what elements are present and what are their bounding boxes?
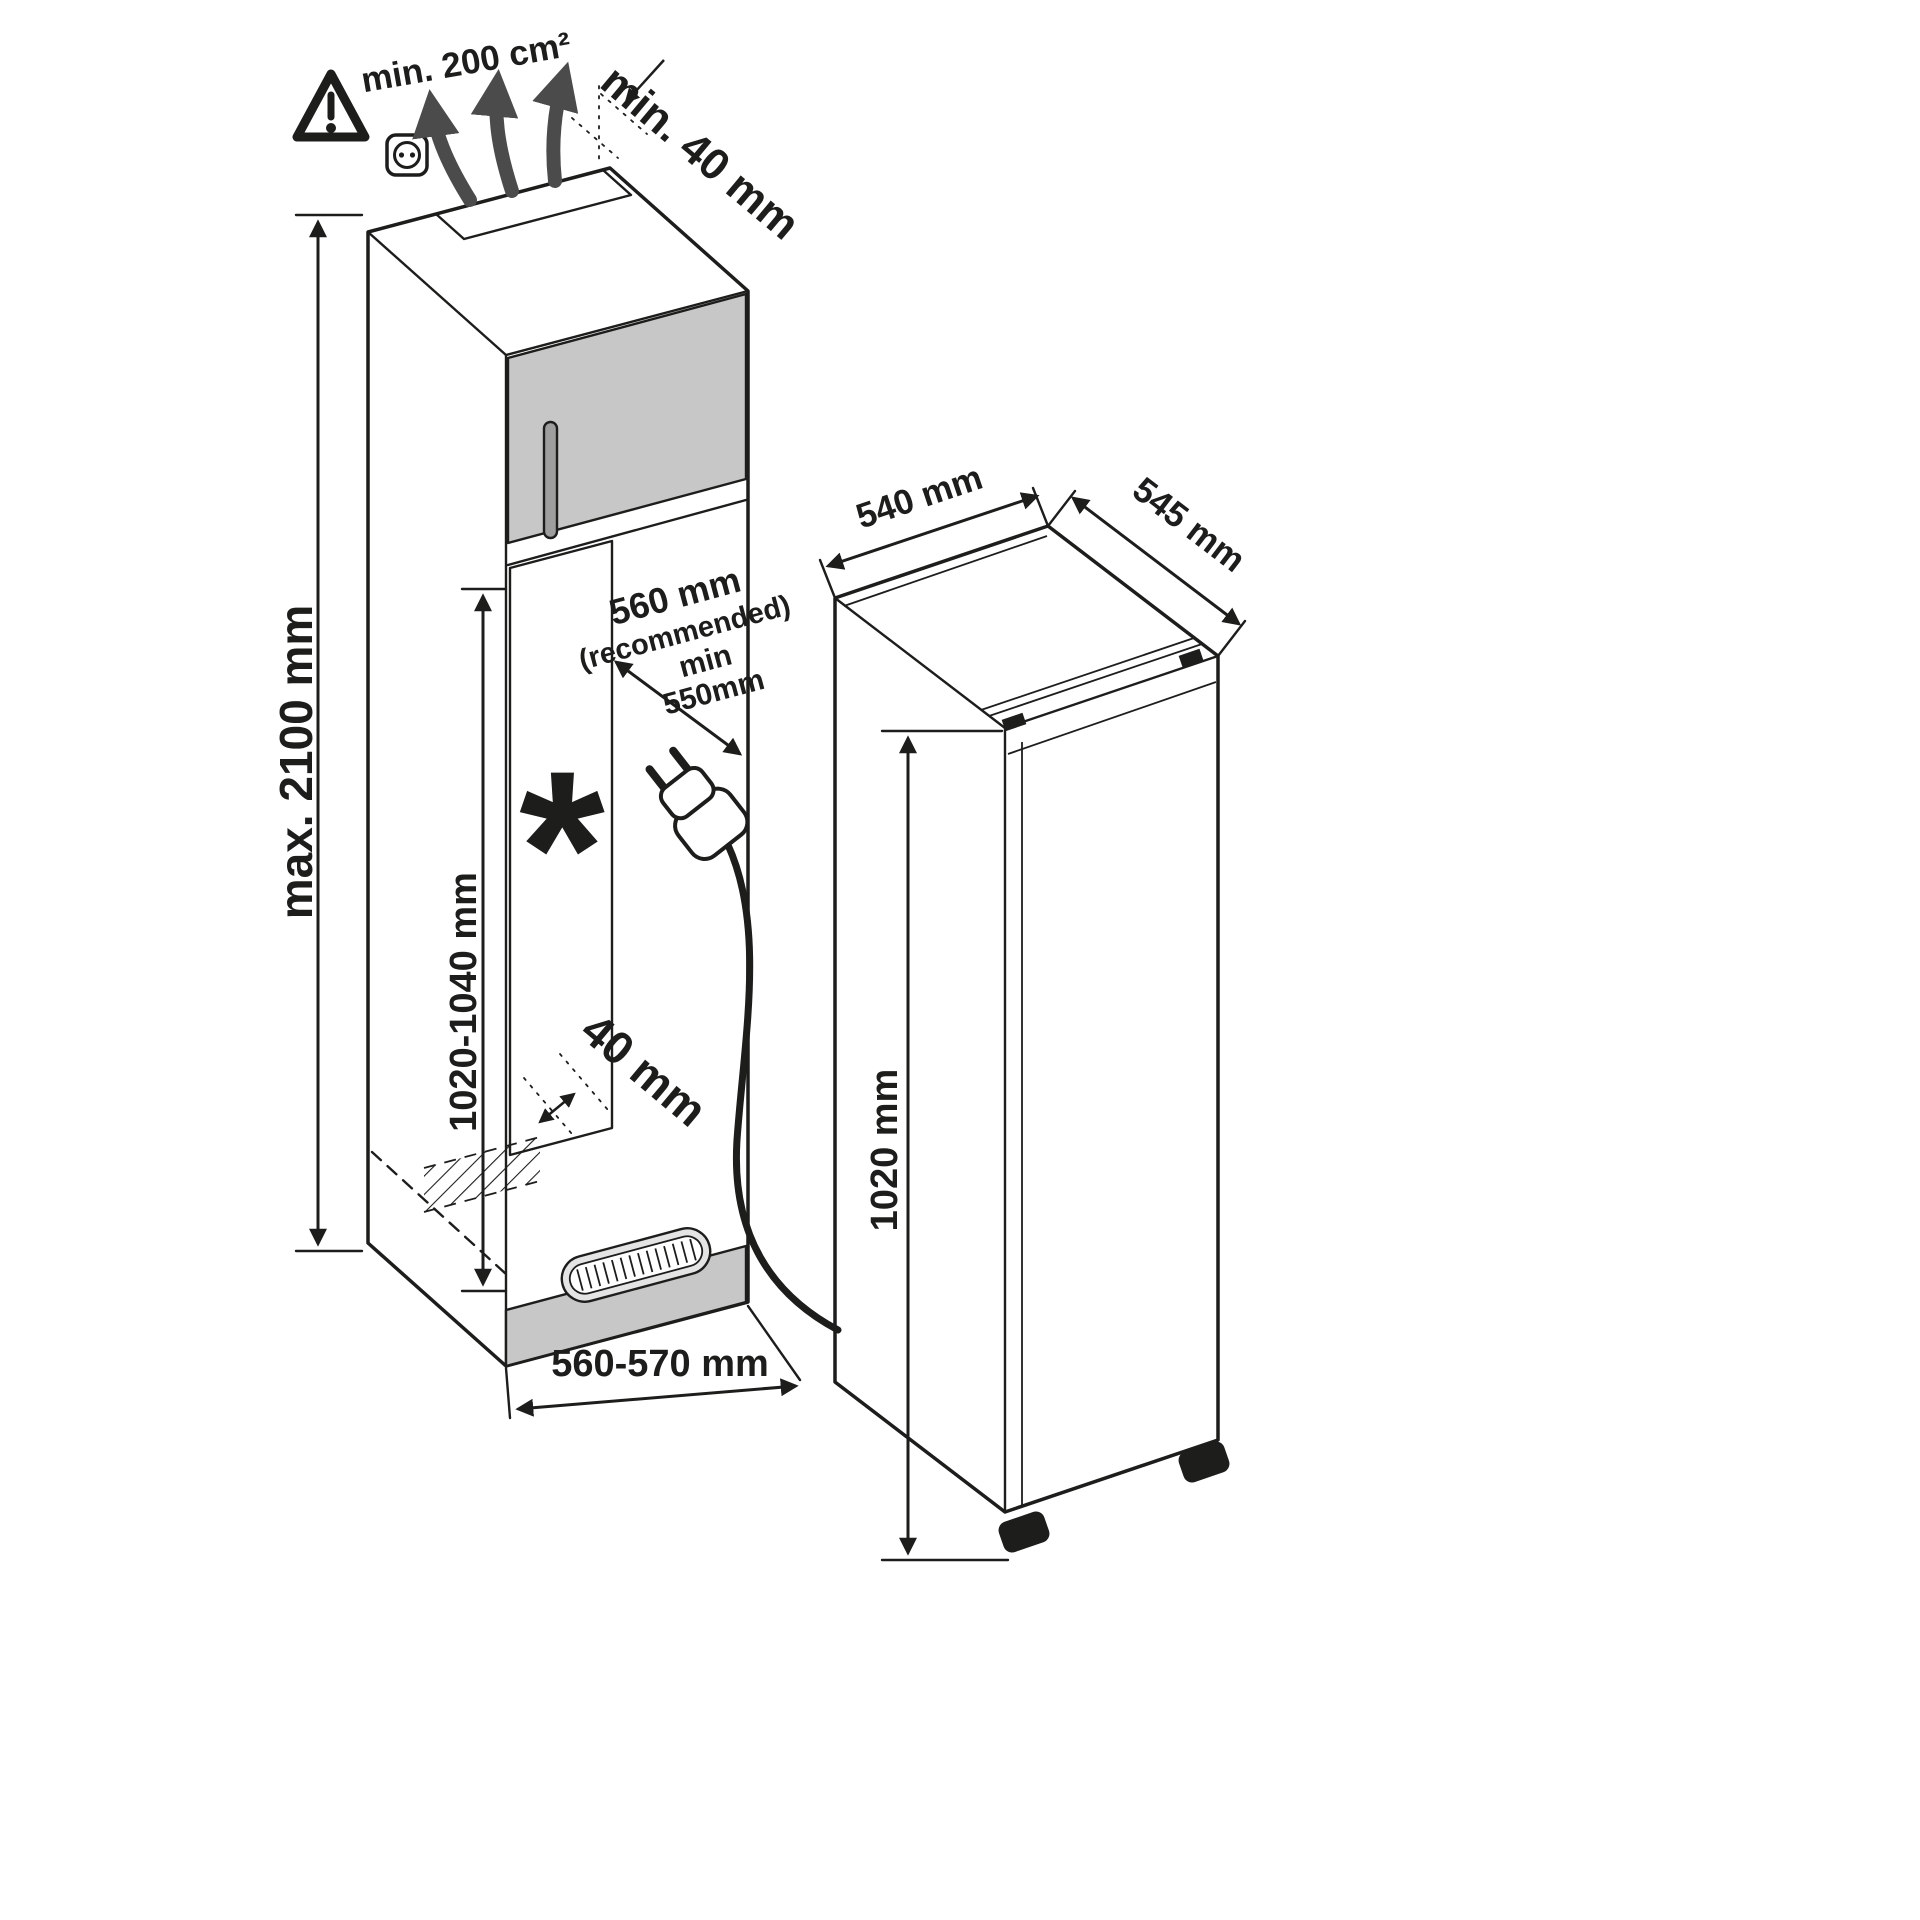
door-hinge-left	[1001, 712, 1027, 732]
max-height-label: max. 2100 mm	[270, 605, 322, 920]
appliance-width-label: 540 mm	[851, 458, 987, 537]
inner-height-dimension: 1020-1040 mm	[443, 587, 508, 1293]
appliance-door-seams	[1007, 681, 1217, 1506]
cabinet-top-inner-edge	[504, 289, 750, 357]
niche-width-label: 560-570 mm	[551, 1343, 769, 1385]
vent-area-label: min. 200 cm²	[358, 25, 574, 100]
ventilation-arrows-icon	[412, 61, 579, 207]
ventilation-grille	[560, 1227, 712, 1303]
grille-slats	[576, 1238, 697, 1291]
appliance-foot-right	[1178, 1441, 1230, 1483]
power-socket-icon	[385, 133, 429, 177]
max-height-dimension: max. 2100 mm	[270, 213, 364, 1253]
appliance-height-label: 1020 mm	[864, 1069, 906, 1232]
niche-side-wall-hatch	[508, 539, 614, 1157]
appliance-drawing	[833, 524, 1230, 1553]
appliance-height-dimension: 1020 mm	[864, 729, 1010, 1562]
appliance-depth-label: 545 mm	[1125, 470, 1252, 580]
footnote-asterisk: *	[519, 725, 605, 971]
power-cable	[724, 841, 842, 1334]
inner-height-label: 1020-1040 mm	[443, 872, 485, 1132]
warning-icon	[292, 69, 370, 142]
power-plug-icon	[645, 746, 750, 861]
appliance-foot-left	[998, 1511, 1050, 1553]
door-handle	[542, 420, 559, 540]
appliance-outline	[833, 524, 1220, 1514]
niche-cabinet-drawing: *	[366, 166, 750, 1368]
niche-width-dimension: 560-570 mm	[504, 1304, 802, 1420]
cabinet-top-front-edge	[366, 230, 508, 357]
niche-top-shelf-edge	[506, 498, 748, 567]
upper-cabinet-door	[506, 292, 748, 545]
top-vent-slot	[434, 168, 633, 241]
door-hinge-right	[1178, 648, 1204, 668]
